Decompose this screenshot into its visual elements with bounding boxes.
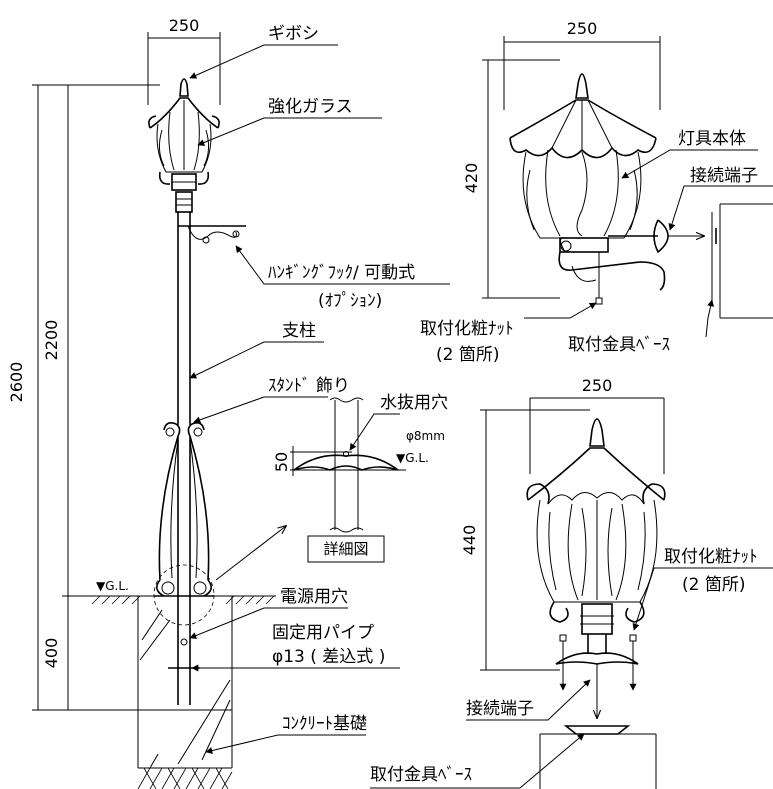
- drain-label: 水抜用穴: [380, 393, 448, 413]
- foundation-label: ｺﾝｸﾘｰﾄ基礎: [282, 714, 367, 734]
- dim-below-ground: 400: [42, 596, 69, 710]
- dim-pole-top-width: 250: [147, 16, 221, 105]
- hanging-hook: [178, 225, 246, 244]
- drain-size-label: φ8mm: [406, 429, 445, 443]
- glass-label: 強化ガラス: [268, 97, 353, 117]
- dim-post-lamp-height-text: 440: [460, 525, 479, 556]
- stand-label: ｽﾀﾝﾄﾞ 飾り: [268, 376, 350, 396]
- nut-post-label: 取付化粧ﾅｯﾄ: [664, 547, 758, 567]
- lamp-body-label: 灯具本体: [678, 129, 746, 149]
- stand-decoration: [154, 422, 214, 597]
- gl-main-label: ▼G.L.: [96, 579, 129, 593]
- power-hole-label: 電源用穴: [280, 587, 348, 607]
- dim-post-lamp-height: 440: [460, 409, 590, 671]
- detail-caption: 詳細図: [323, 540, 368, 558]
- pole-labels: ギボシ 強化ガラス ﾊﾝｷﾞﾝｸﾞﾌｯｸ/ 可動式 (ｵﾌﾟｼｮﾝ) 支柱 ｽﾀ…: [268, 24, 415, 734]
- pole-lamp-head: [148, 78, 220, 213]
- base-post-label: 取付金具ﾍﾞｰｽ: [370, 765, 472, 785]
- post-lamp-leaders: [370, 567, 773, 789]
- post-lamp-labels: 取付化粧ﾅｯﾄ (2 箇所) 接続端子 取付金具ﾍﾞｰｽ: [370, 547, 758, 785]
- finial-label: ギボシ: [268, 24, 319, 44]
- base-wall-label: 取付金具ﾍﾞｰｽ: [568, 335, 670, 355]
- dim-above-ground: 2200: [42, 85, 160, 597]
- post-lamp: 250 440: [460, 376, 666, 789]
- hook-option-label: (ｵﾌﾟｼｮﾝ): [318, 291, 382, 311]
- hook-label: ﾊﾝｷﾞﾝｸﾞﾌｯｸ/ 可動式: [268, 263, 415, 283]
- dim-post-lamp-width-text: 250: [582, 376, 613, 395]
- dim-total-height-text: 2600: [7, 362, 26, 403]
- pole-elevation: 250 2600 2200 400: [7, 16, 276, 789]
- nut-wall-count-label: (2 箇所): [436, 345, 499, 365]
- terminal-post-label: 接続端子: [466, 699, 534, 719]
- dim-detail-text: 50: [272, 452, 291, 472]
- detail-circle: [153, 564, 215, 626]
- dim-wall-lamp-width: 250: [503, 19, 661, 110]
- nut-post-count-label: (2 箇所): [682, 575, 745, 595]
- pipe-label: 固定用パイプ: [272, 623, 374, 643]
- terminal-wall-label: 接続端子: [690, 166, 758, 186]
- pole-label: 支柱: [282, 321, 316, 341]
- gl-detail-label: ▼G.L.: [396, 451, 429, 465]
- detail-view: 50 詳細図 水抜用穴 φ8mm ▼G.L.: [272, 393, 448, 563]
- wall-lamp-leaders: [524, 149, 773, 338]
- wall-lamp: 250 420: [462, 19, 773, 319]
- dim-wall-lamp-height-text: 420: [462, 163, 481, 194]
- ground-line: [91, 595, 276, 605]
- pole-shaft: [177, 212, 191, 425]
- dim-total-height: 2600: [7, 84, 160, 711]
- pipe-size-label: φ13 ( 差込式 ): [272, 647, 385, 667]
- dim-above-ground-text: 2200: [42, 320, 61, 361]
- dim-wall-lamp-height: 420: [462, 59, 560, 299]
- dim-pole-top-width-text: 250: [169, 16, 200, 35]
- dim-below-ground-text: 400: [42, 638, 61, 669]
- dim-wall-lamp-width-text: 250: [567, 19, 598, 38]
- dim-post-lamp-width: 250: [529, 376, 665, 474]
- pole-leaders: [189, 44, 450, 754]
- wall-lamp-labels: 灯具本体 接続端子 取付化粧ﾅｯﾄ (2 箇所) 取付金具ﾍﾞｰｽ: [420, 129, 758, 365]
- nut-wall-label: 取付化粧ﾅｯﾄ: [420, 319, 514, 339]
- concrete-foundation: [137, 596, 233, 789]
